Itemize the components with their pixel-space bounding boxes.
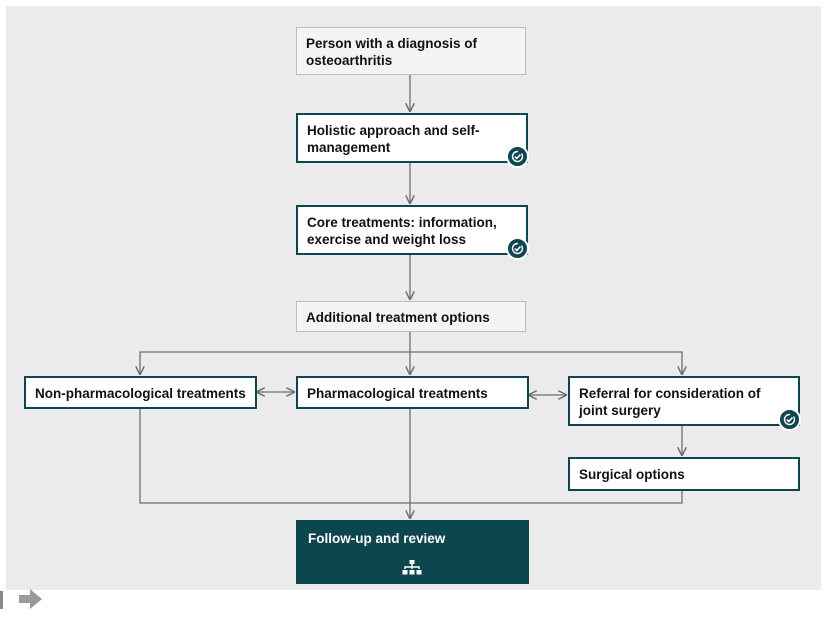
node-holistic-label: Holistic approach and self-management [307,123,480,155]
node-pharma[interactable]: Pharmacological treatments [296,376,529,409]
node-followup[interactable]: Follow-up and review [296,520,529,584]
next-arrow-icon[interactable] [18,587,44,611]
node-pharma-label: Pharmacological treatments [307,386,488,401]
pathway-tree-icon [402,560,422,575]
node-additional-label: Additional treatment options [306,310,490,325]
node-surgical-label: Surgical options [579,467,685,482]
edge-additional-referral [410,351,682,374]
node-non-pharma-label: Non-pharmacological treatments [35,386,246,401]
node-referral-label: Referral for consideration of joint surg… [579,386,761,418]
edge-surgical-followup [410,491,683,504]
node-surgical[interactable]: Surgical options [568,457,800,491]
edge-additional-non-pharma [140,351,410,374]
edge-non-pharma-followup [139,409,410,504]
node-core[interactable]: Core treatments: information, exercise a… [296,205,529,260]
check-badge-icon [506,145,529,168]
node-diagnosis[interactable]: Person with a diagnosis of osteoarthriti… [296,27,526,75]
node-diagnosis-label: Person with a diagnosis of osteoarthriti… [306,36,478,68]
scroll-marker [0,591,3,609]
check-badge-icon [778,408,801,431]
node-holistic[interactable]: Holistic approach and self-management [296,113,529,168]
node-referral[interactable]: Referral for consideration of joint surg… [568,376,801,431]
node-additional[interactable]: Additional treatment options [296,301,526,332]
node-core-label: Core treatments: information, exercise a… [307,215,497,247]
node-followup-label: Follow-up and review [308,531,446,546]
check-badge-icon [506,237,529,260]
node-non-pharma[interactable]: Non-pharmacological treatments [24,376,257,409]
